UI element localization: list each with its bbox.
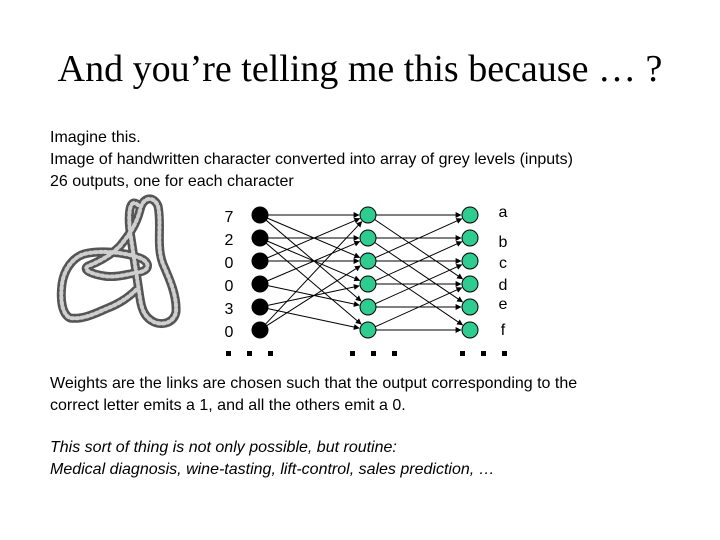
intro-line: Image of handwritten character converted… bbox=[50, 151, 573, 168]
intro-line: Imagine this. bbox=[50, 129, 141, 146]
ellipsis-dot bbox=[502, 351, 507, 356]
applications-note: This sort of thing is not only possible,… bbox=[50, 437, 495, 481]
ellipsis-dot bbox=[226, 351, 231, 356]
ellipsis-dot bbox=[460, 351, 465, 356]
output-letter-label: b bbox=[499, 234, 508, 251]
ellipsis-dot bbox=[392, 351, 397, 356]
input-value-label: 0 bbox=[225, 278, 234, 295]
output-node bbox=[461, 298, 479, 316]
weight-link bbox=[267, 217, 361, 259]
input-node bbox=[251, 321, 269, 339]
input-node bbox=[251, 206, 269, 224]
weight-link bbox=[265, 221, 363, 325]
output-node bbox=[461, 252, 479, 270]
weight-link bbox=[265, 242, 362, 325]
weight-link bbox=[267, 240, 361, 282]
input-value-label: 7 bbox=[225, 209, 234, 226]
input-value-label: 0 bbox=[225, 255, 234, 272]
weight-link bbox=[375, 264, 463, 305]
output-letter-label: e bbox=[499, 296, 508, 313]
output-letter-label: f bbox=[501, 322, 506, 339]
weights-explanation: Weights are the links are chosen such th… bbox=[50, 373, 577, 417]
ellipsis-dot bbox=[371, 351, 376, 356]
slide-title: And you’re telling me this because … ? bbox=[57, 48, 663, 90]
ellipsis-dot bbox=[268, 351, 273, 356]
hidden-node bbox=[359, 275, 377, 293]
network-connections bbox=[265, 212, 464, 333]
hidden-node bbox=[359, 252, 377, 270]
input-node bbox=[251, 275, 269, 293]
weight-link bbox=[266, 265, 361, 327]
output-node bbox=[461, 229, 479, 247]
weight-link bbox=[375, 287, 463, 328]
note-line: Medical diagnosis, wine-tasting, lift-co… bbox=[50, 461, 495, 478]
weight-link bbox=[375, 241, 463, 282]
ellipsis-dot bbox=[481, 351, 486, 356]
hidden-node bbox=[359, 298, 377, 316]
weight-link bbox=[374, 242, 464, 303]
output-node bbox=[461, 275, 479, 293]
input-value-label: 2 bbox=[225, 232, 234, 249]
input-node bbox=[251, 298, 269, 316]
note-line: This sort of thing is not only possible,… bbox=[50, 439, 397, 456]
input-value-label: 3 bbox=[225, 301, 234, 318]
hidden-node bbox=[359, 229, 377, 247]
weights-line: Weights are the links are chosen such th… bbox=[50, 375, 578, 392]
weights-line: correct letter emits a 1, and all the ot… bbox=[50, 397, 406, 414]
output-letter-label: c bbox=[499, 255, 507, 272]
ellipsis-dot bbox=[247, 351, 252, 356]
intro-line: 26 outputs, one for each character bbox=[50, 173, 294, 190]
ellipsis-dot bbox=[350, 351, 355, 356]
output-node bbox=[461, 206, 479, 224]
network-nodes bbox=[251, 206, 479, 339]
hidden-node bbox=[359, 321, 377, 339]
weight-link bbox=[267, 308, 360, 330]
hidden-node bbox=[359, 206, 377, 224]
output-letter-label: d bbox=[499, 277, 508, 294]
continuation-ellipsis bbox=[226, 351, 507, 356]
weight-link bbox=[375, 218, 463, 259]
input-node bbox=[251, 229, 269, 247]
output-letter-label: a bbox=[499, 204, 508, 221]
input-node bbox=[251, 252, 269, 270]
output-node bbox=[461, 321, 479, 339]
intro-text: Imagine this. Image of handwritten chara… bbox=[50, 127, 573, 193]
weight-link bbox=[374, 265, 464, 326]
weight-link bbox=[374, 219, 464, 280]
input-value-label: 0 bbox=[225, 324, 234, 341]
handwritten-character-illustration bbox=[56, 194, 181, 329]
